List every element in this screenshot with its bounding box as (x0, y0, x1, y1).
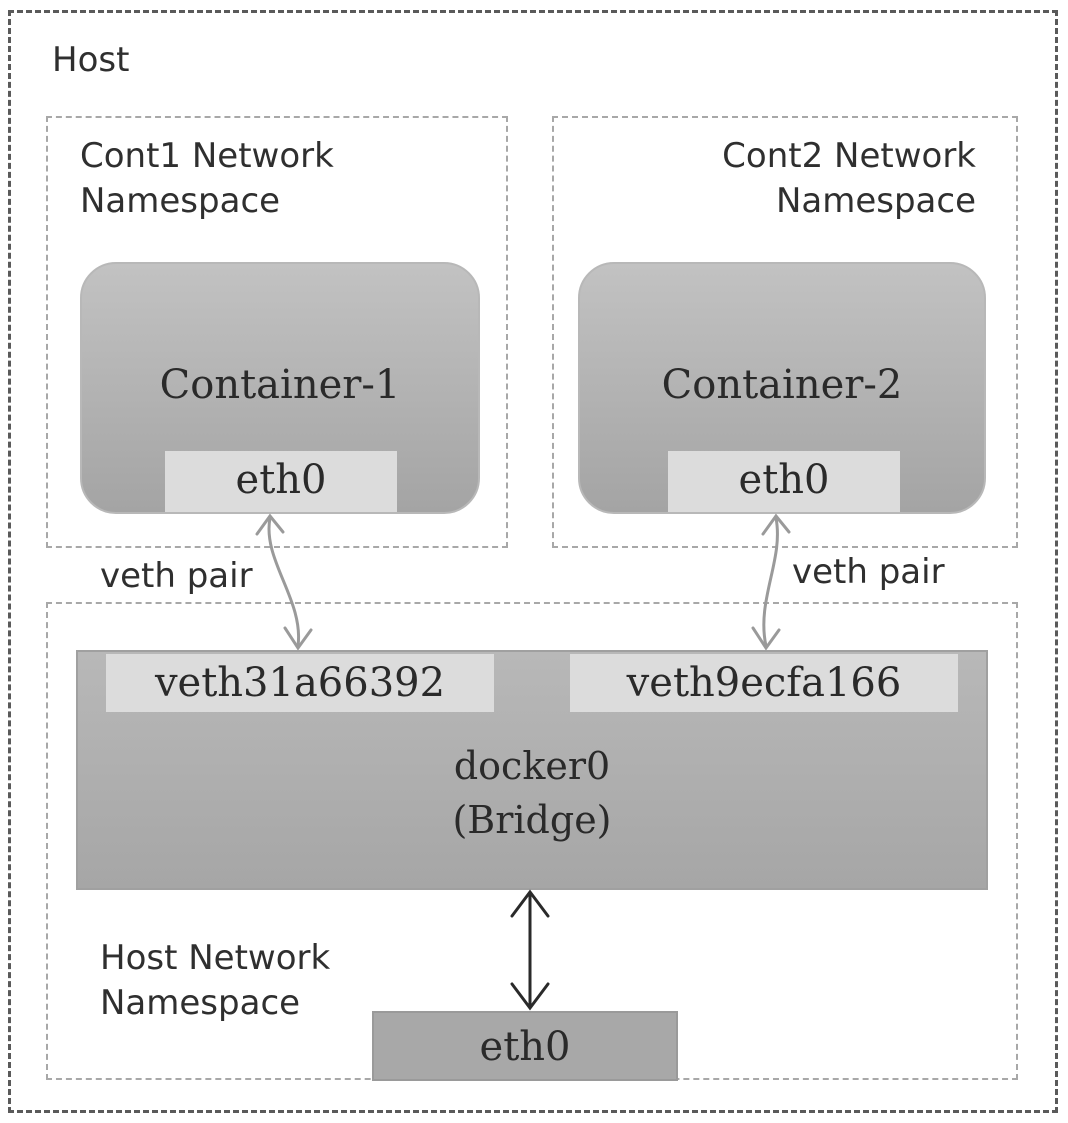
cont2-namespace-label-line1: Cont2 Network (722, 136, 976, 176)
veth-pair-2-label: veth pair (790, 552, 947, 592)
container-2-box: Container-2 (578, 262, 986, 514)
cont1-namespace-label-line1: Cont1 Network (80, 136, 334, 176)
bridge-type: (Bridge) (452, 798, 612, 842)
container-1-eth0-interface: eth0 (165, 451, 397, 512)
cont1-namespace-label: Cont1 Network Namespace (80, 134, 334, 224)
host-boundary (8, 10, 1058, 1113)
container-2-eth0-interface: eth0 (668, 451, 900, 512)
host-namespace-label: Host Network Namespace (100, 936, 330, 1026)
cont1-network-namespace (46, 116, 508, 548)
cont1-namespace-label-line2: Namespace (80, 181, 281, 221)
host-eth0-link (510, 889, 550, 1011)
host-eth0-interface: eth0 (372, 1011, 678, 1081)
host-namespace-label-line1: Host Network (100, 938, 331, 978)
bridge-name: docker0 (453, 744, 611, 788)
host-namespace-label-line2: Namespace (100, 983, 301, 1023)
cont2-network-namespace (552, 116, 1018, 548)
veth-pair-2-link (751, 513, 791, 651)
bridge-port-veth2: veth9ecfa166 (570, 654, 958, 712)
bridge-port-veth1: veth31a66392 (106, 654, 494, 712)
container-2-label: Container-2 (661, 362, 903, 408)
veth-pair-1-label: veth pair (98, 556, 255, 596)
cont2-namespace-label: Cont2 Network Namespace (640, 134, 976, 224)
cont2-namespace-label-line2: Namespace (775, 181, 976, 221)
host-label: Host (52, 40, 130, 80)
container-1-label: Container-1 (159, 362, 401, 408)
veth-pair-1-link (255, 513, 313, 651)
